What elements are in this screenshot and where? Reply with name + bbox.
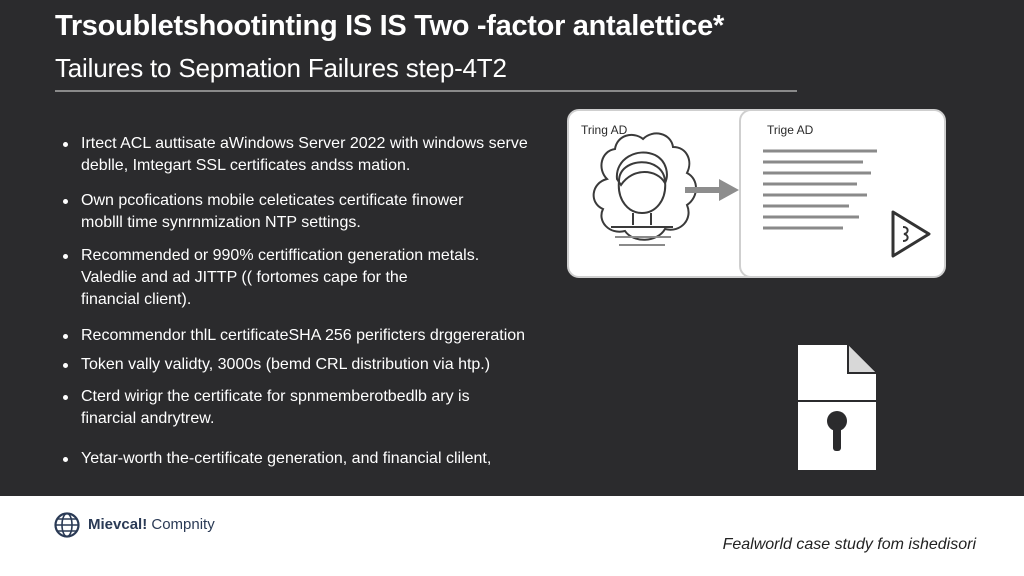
bullet-item: Recommended or 990% certiffication gener…	[60, 245, 560, 311]
company-name: Mievcal! Compnity	[88, 516, 215, 533]
footer-note: Fealworld case study fom ishedisori	[722, 536, 976, 553]
bullet-text: Own pcofications mobile celeticates cert…	[81, 192, 464, 231]
bullet-text: Cterd wirigr the certificate for spnmemb…	[81, 388, 470, 427]
bullet-item: Recommendor thlL certificateSHA 256 peri…	[60, 325, 560, 347]
slide-title: Trsoubletshootinting IS IS Two -factor a…	[55, 10, 724, 42]
bullet-dot	[63, 457, 68, 462]
bullet-dot	[63, 142, 68, 147]
panel-label-left: Tring AD	[581, 123, 628, 137]
globe-logo-icon	[54, 512, 80, 538]
slide-subtitle: Tailures to Sepmation Failures step-4T2	[55, 53, 507, 83]
bullet-text: Recommendor thlL certificateSHA 256 peri…	[81, 327, 526, 344]
bullet-dot	[63, 334, 68, 339]
document-lock-icon	[798, 345, 876, 470]
play-icon	[891, 210, 931, 258]
bullet-dot	[63, 363, 68, 368]
slide-content-area: Trsoubletshootinting IS IS Two -factor a…	[0, 0, 1024, 496]
bullet-dot	[63, 254, 68, 259]
bullet-item: Cterd wirigr the certificate for spnmemb…	[60, 386, 560, 430]
bullet-item: Irtect ACL auttisate aWindows Server 202…	[60, 133, 560, 177]
auth-flow-diagram: Tring AD Trige AD	[567, 109, 946, 278]
title-divider	[55, 90, 797, 92]
bullet-text: Token vally validty, 3000s (bemd CRL dis…	[81, 356, 491, 373]
bullet-text: Recommended or 990% certiffication gener…	[81, 247, 480, 308]
bullet-item: Yetar-worth the-certificate generation, …	[60, 448, 560, 470]
panel-label-right: Trige AD	[767, 123, 814, 137]
bullet-item: Own pcofications mobile celeticates cert…	[60, 190, 560, 234]
bullet-dot	[63, 199, 68, 204]
company-name-rest: Compnity	[147, 516, 215, 533]
company-name-bold: Mievcal!	[88, 516, 148, 533]
bullet-text: Irtect ACL auttisate aWindows Server 202…	[81, 135, 528, 174]
bullet-dot	[63, 395, 68, 400]
person-icon	[592, 132, 697, 246]
arrow-right-icon	[685, 179, 739, 201]
bullet-text: Yetar-worth the-certificate generation, …	[81, 450, 492, 467]
diagram-panel-right: Trige AD	[739, 109, 946, 278]
bullet-item: Token vally validty, 3000s (bemd CRL dis…	[60, 354, 560, 376]
document-lines	[763, 149, 877, 230]
